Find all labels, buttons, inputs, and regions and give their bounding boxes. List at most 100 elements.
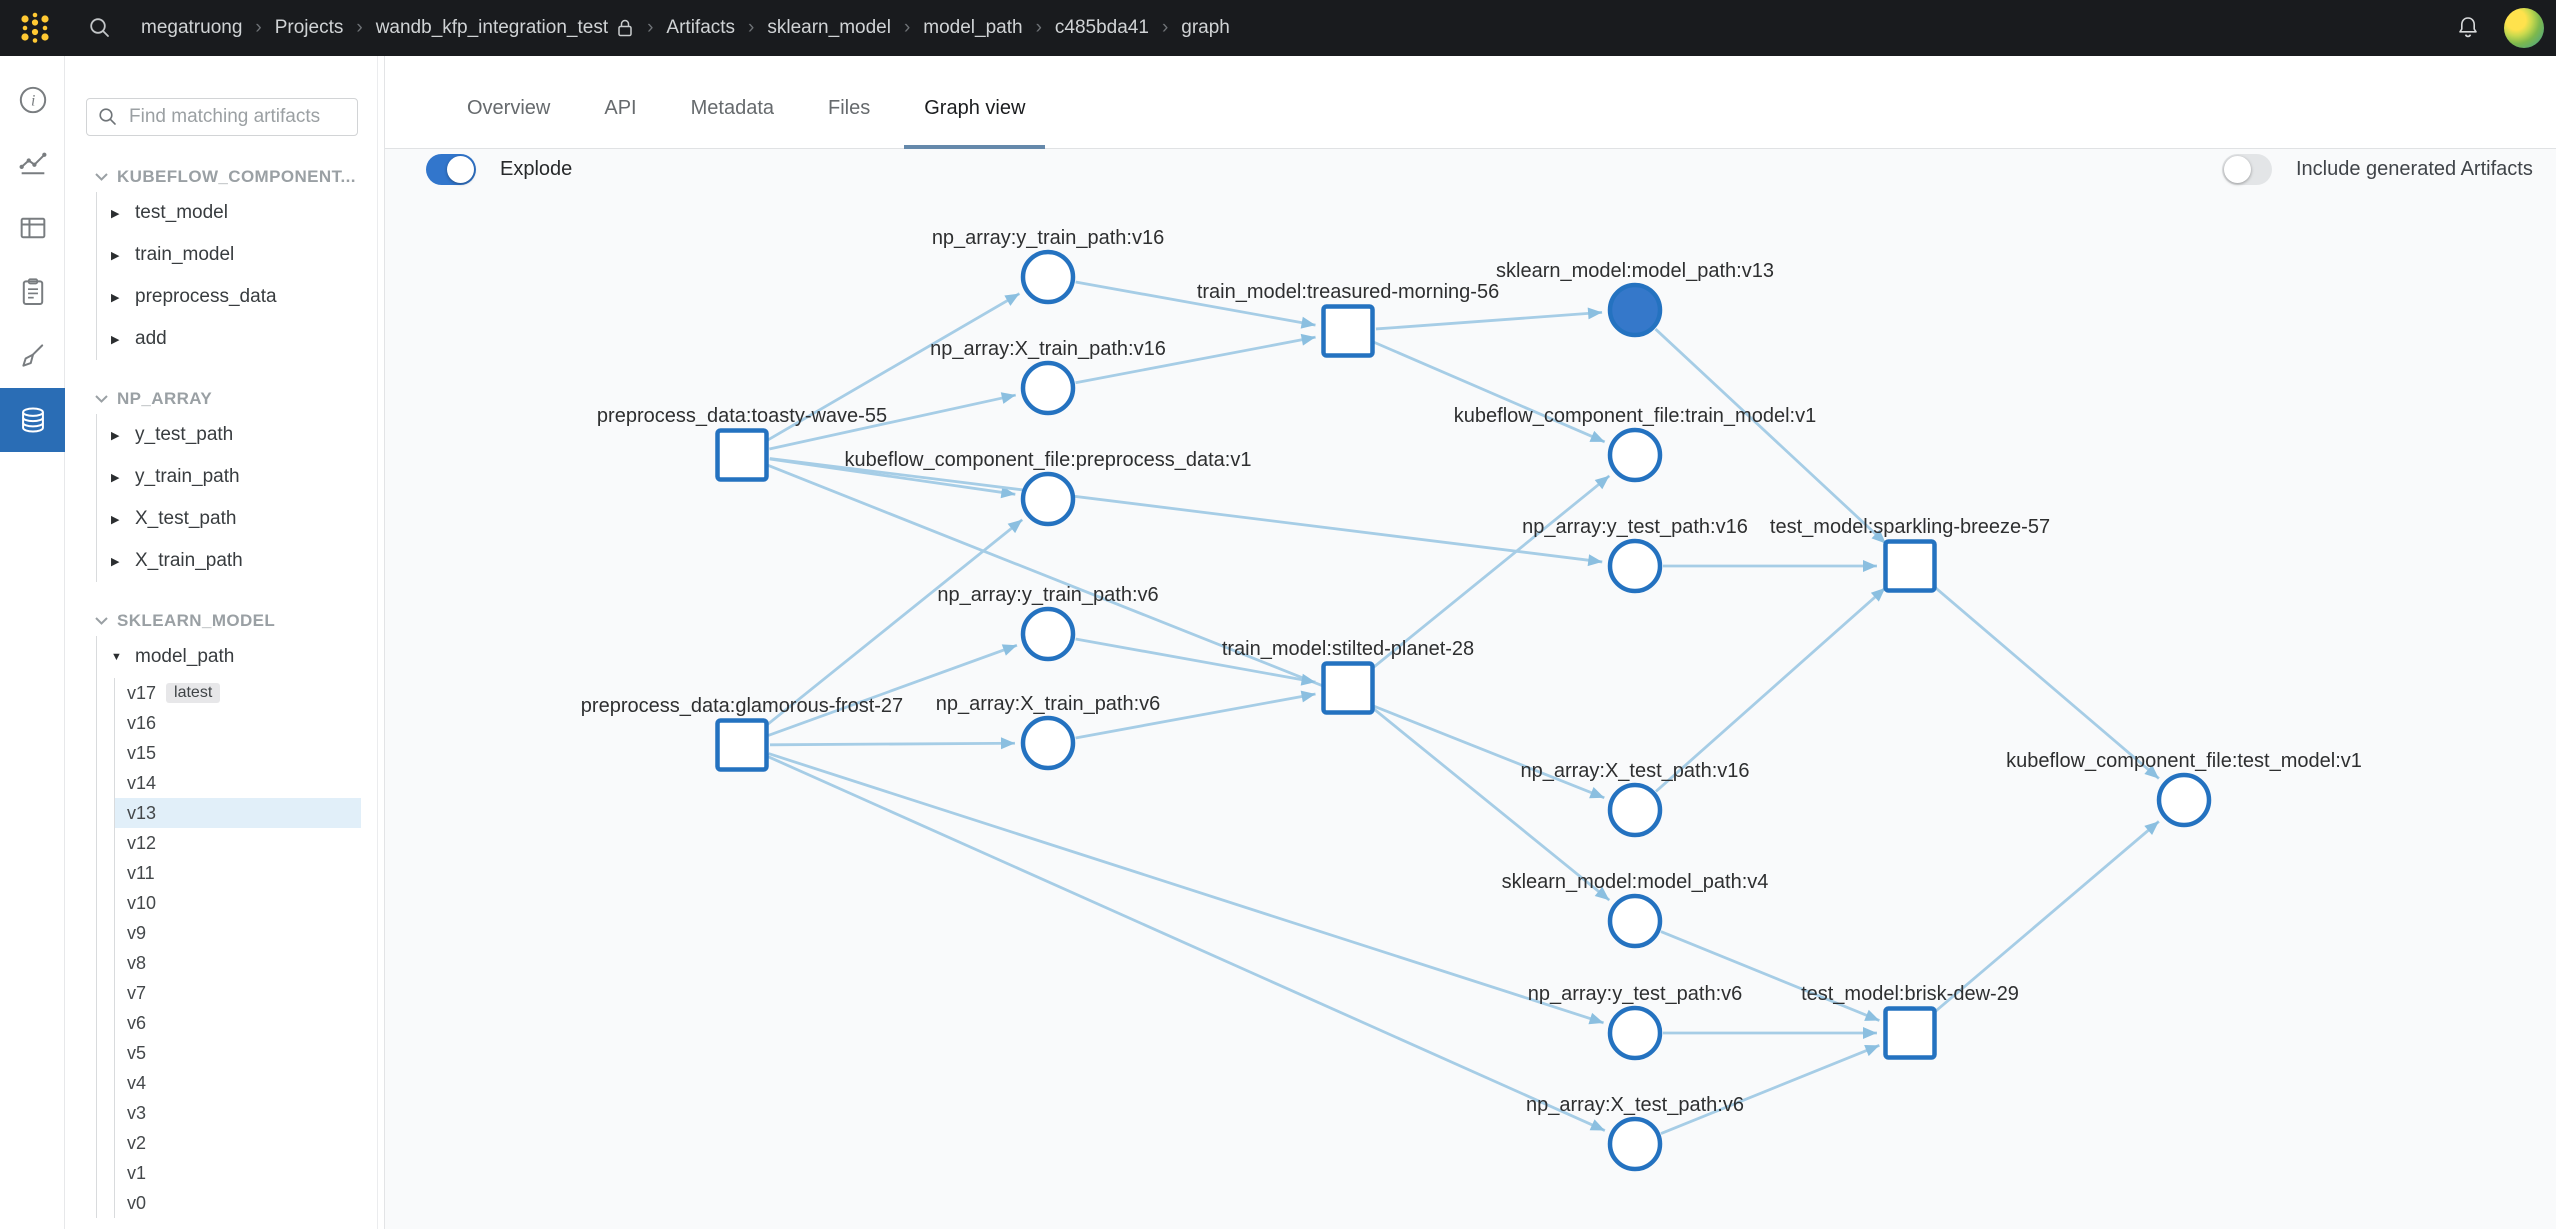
artifact-collection-item[interactable]: ▶preprocess_data <box>97 276 384 318</box>
version-row[interactable]: v11 <box>115 858 361 888</box>
latest-badge: latest <box>166 683 221 703</box>
graph-edge-stilted-to-model_v4 <box>1368 704 1611 902</box>
artifact-collection-item[interactable]: ▶train_model <box>97 234 384 276</box>
tab-overview[interactable]: Overview <box>467 97 551 119</box>
graph-node-toasty[interactable] <box>715 428 769 482</box>
graph-node-treasured[interactable] <box>1321 304 1375 358</box>
breadcrumb-item[interactable]: c485bda41 <box>1055 17 1149 39</box>
breadcrumb-item[interactable]: megatruong <box>141 17 242 39</box>
explode-toggle-label: Explode <box>500 158 573 180</box>
version-row[interactable]: v1 <box>115 1158 361 1188</box>
rail-item-charts[interactable] <box>0 132 65 196</box>
rail-item-logs[interactable] <box>0 260 65 324</box>
graph-edge-glamorous-to-y_test_v6 <box>768 752 1605 1025</box>
chevron-down-icon <box>95 173 108 181</box>
version-label: v17 <box>127 682 157 703</box>
version-row[interactable]: v16 <box>115 708 361 738</box>
breadcrumb-item[interactable]: Artifacts <box>666 17 735 39</box>
graph-edge-X_train_v6-to-stilted <box>1075 690 1316 740</box>
artifacts-icon <box>21 407 44 433</box>
version-label: v11 <box>127 862 155 883</box>
version-row[interactable]: v13 <box>115 798 361 828</box>
artifact-collection-item[interactable]: ▶X_test_path <box>97 498 384 540</box>
artifact-collection-label: preprocess_data <box>135 286 277 307</box>
include-generated-artifacts-toggle[interactable] <box>2222 154 2272 185</box>
search-icon[interactable] <box>87 15 113 41</box>
graph-node-preproc_file[interactable] <box>1020 471 1076 527</box>
graph-node-sparkling[interactable] <box>1883 539 1937 593</box>
version-row[interactable]: v7 <box>115 978 361 1008</box>
artifact-collection-item[interactable]: ▶add <box>97 318 384 360</box>
version-row[interactable]: v2 <box>115 1128 361 1158</box>
graph-node-label-y_train_v6: np_array:y_train_path:v6 <box>937 584 1158 606</box>
tab-files[interactable]: Files <box>828 97 871 119</box>
graph-node-X_test_v6[interactable] <box>1607 1116 1663 1172</box>
rail-item-artifacts[interactable] <box>0 388 65 452</box>
top-navbar: megatruong›Projects›wandb_kfp_integratio… <box>0 0 2556 56</box>
graph-node-brisk[interactable] <box>1883 1006 1937 1060</box>
tab-metadata[interactable]: Metadata <box>690 97 774 119</box>
artifact-type-header[interactable]: NP_ARRAY <box>65 384 384 414</box>
artifact-collection-item[interactable]: ▼model_path <box>97 636 384 678</box>
version-row[interactable]: v10 <box>115 888 361 918</box>
explode-toggle[interactable] <box>426 154 476 185</box>
version-row[interactable]: v0 <box>115 1188 361 1218</box>
graph-node-train_file[interactable] <box>1607 427 1663 483</box>
graph-node-y_train_v16[interactable] <box>1020 249 1076 305</box>
graph-node-label-glamorous: preprocess_data:glamorous-frost-27 <box>581 695 903 717</box>
graph-node-glamorous[interactable] <box>715 718 769 772</box>
artifact-type-header[interactable]: SKLEARN_MODEL <box>65 606 384 636</box>
version-row[interactable]: v5 <box>115 1038 361 1068</box>
graph-node-model_v13[interactable] <box>1607 282 1663 338</box>
version-row[interactable]: v14 <box>115 768 361 798</box>
breadcrumb-item[interactable]: wandb_kfp_integration_test <box>376 17 634 39</box>
breadcrumb-separator: › <box>748 17 755 38</box>
graph-node-y_test_v16[interactable] <box>1607 538 1663 594</box>
user-avatar[interactable] <box>2504 8 2544 48</box>
wandb-logo-icon[interactable] <box>19 11 51 45</box>
graph-node-y_test_v6[interactable] <box>1607 1005 1663 1061</box>
version-row[interactable]: v12 <box>115 828 361 858</box>
version-label: v0 <box>127 1192 147 1213</box>
breadcrumb-item[interactable]: Projects <box>275 17 344 39</box>
graph-node-X_test_v16[interactable] <box>1607 782 1663 838</box>
artifact-collection-item[interactable]: ▶y_test_path <box>97 414 384 456</box>
breadcrumb-item-label: wandb_kfp_integration_test <box>375 17 609 38</box>
breadcrumb-item[interactable]: graph <box>1181 17 1230 39</box>
artifact-collection-item[interactable]: ▶y_train_path <box>97 456 384 498</box>
tab-api[interactable]: API <box>604 97 637 119</box>
graph-node-label-treasured: train_model:treasured-morning-56 <box>1197 281 1499 303</box>
notifications-bell-icon[interactable] <box>2454 14 2482 42</box>
graph-node-stilted[interactable] <box>1321 661 1375 715</box>
graph-node-label-train_file: kubeflow_component_file:train_model:v1 <box>1454 405 1816 427</box>
version-row[interactable]: v15 <box>115 738 361 768</box>
tab-graph-view[interactable]: Graph view <box>904 97 1046 149</box>
artifact-collection-label: X_train_path <box>135 550 243 571</box>
graph-node-model_v4[interactable] <box>1607 893 1663 949</box>
artifact-type-header[interactable]: KUBEFLOW_COMPONENT... <box>65 162 384 192</box>
breadcrumb-item-label: c485bda41 <box>1054 17 1149 38</box>
version-row[interactable]: v17 latest <box>115 678 361 708</box>
version-row[interactable]: v3 <box>115 1098 361 1128</box>
graph-node-X_train_v6[interactable] <box>1020 715 1076 771</box>
graph-node-X_train_v16[interactable] <box>1020 360 1076 416</box>
graph-node-y_train_v6[interactable] <box>1020 606 1076 662</box>
graph-node-label-preproc_file: kubeflow_component_file:preprocess_data:… <box>845 449 1252 471</box>
breadcrumb-item[interactable]: sklearn_model <box>767 17 891 39</box>
graph-node-test_file[interactable] <box>2156 772 2212 828</box>
breadcrumb-item[interactable]: model_path <box>923 17 1022 39</box>
artifact-collection-item[interactable]: ▶test_model <box>97 192 384 234</box>
graph-node-label-brisk: test_model:brisk-dew-29 <box>1801 983 2019 1005</box>
rail-item-tables[interactable] <box>0 196 65 260</box>
artifact-collection-item[interactable]: ▶X_train_path <box>97 540 384 582</box>
version-row[interactable]: v9 <box>115 918 361 948</box>
version-row[interactable]: v8 <box>115 948 361 978</box>
artifact-search-input[interactable] <box>129 106 347 128</box>
version-row[interactable]: v6 <box>115 1008 361 1038</box>
graph-node-label-X_train_v16: np_array:X_train_path:v16 <box>930 338 1166 360</box>
rail-item-overview[interactable]: i <box>0 68 65 132</box>
rail-item-sweeps[interactable] <box>0 324 65 388</box>
version-row[interactable]: v4 <box>115 1068 361 1098</box>
